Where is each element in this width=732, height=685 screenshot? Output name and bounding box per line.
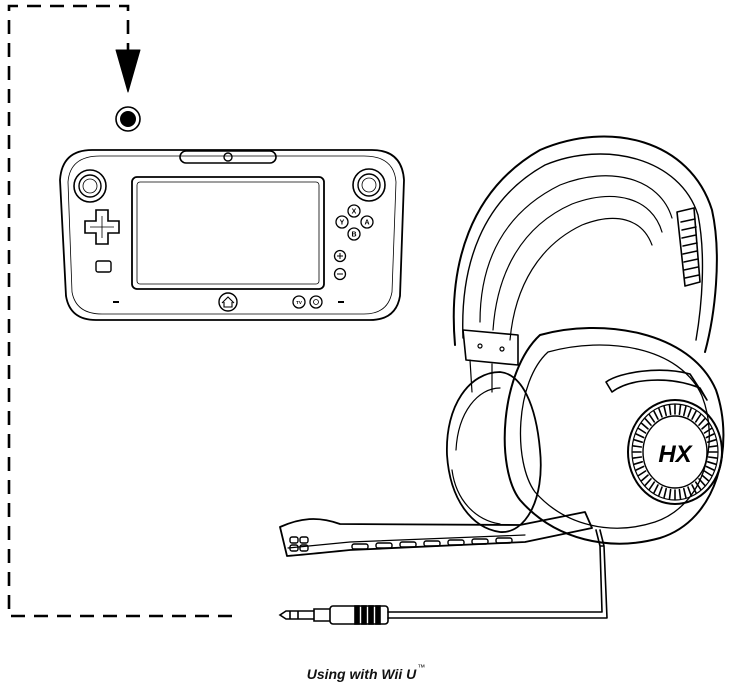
grille-tick	[682, 487, 687, 499]
grille-tick	[705, 465, 715, 471]
grille-tick	[706, 438, 717, 444]
left-stick-icon	[73, 169, 107, 203]
grille-tick	[701, 422, 710, 430]
grille-tick	[705, 433, 715, 439]
camera-icon	[223, 152, 233, 162]
home-button	[218, 292, 238, 312]
grille-tick	[663, 487, 668, 499]
grille-tick	[637, 470, 647, 477]
microphone-boom	[279, 511, 593, 557]
connection-path	[7, 4, 232, 618]
grille-tick	[658, 486, 663, 497]
grille-tick	[658, 407, 663, 418]
mic-tip-icon	[289, 536, 309, 552]
grille-tick	[632, 456, 643, 459]
sensor-bar	[179, 150, 277, 164]
grille-tick	[653, 484, 659, 494]
grille-tick	[707, 445, 718, 448]
grille-tick	[635, 465, 645, 471]
grille-tick	[648, 481, 656, 491]
caption-text: Using with Wii U	[306, 666, 417, 682]
grille-tick	[663, 405, 668, 417]
size-adjuster	[676, 207, 701, 287]
grille-tick	[637, 427, 647, 434]
tv-button	[292, 295, 306, 309]
grille-tick	[694, 413, 702, 423]
dpad-icon	[84, 209, 120, 245]
left-yoke	[462, 329, 519, 366]
grille-tick	[678, 404, 682, 416]
grille-tick	[698, 478, 706, 487]
grille-tick	[632, 445, 643, 448]
left-earcup	[446, 371, 542, 533]
grille-tick	[707, 456, 718, 459]
right-stick-icon	[352, 168, 386, 202]
grille-tick	[678, 488, 682, 500]
headset	[279, 135, 725, 619]
grille-tick	[687, 486, 692, 497]
power-button	[95, 260, 112, 273]
grille-tick	[644, 478, 652, 487]
grille-tick	[701, 474, 710, 482]
grille-tick	[644, 417, 652, 426]
grille-tick	[653, 410, 659, 420]
hyperx-logo: HX	[658, 441, 693, 468]
grille-tick	[635, 433, 645, 439]
arrow-down-icon	[115, 49, 141, 93]
grille-tick	[668, 404, 672, 416]
x-button-label: X	[352, 209, 357, 216]
x-button	[347, 204, 361, 218]
gamepad-body	[59, 149, 405, 321]
right-earcup	[503, 326, 725, 545]
grille-tick	[640, 422, 649, 430]
grille-tick	[687, 407, 692, 418]
earcup-grille	[627, 399, 723, 505]
a-button-label: A	[364, 220, 369, 227]
y-button-label: Y	[340, 220, 345, 227]
grille-tick	[703, 470, 713, 477]
sync-button	[309, 295, 323, 309]
y-button	[335, 215, 349, 229]
trademark-mark: ™	[417, 663, 426, 672]
grille-tick	[694, 481, 702, 491]
plus-button	[333, 249, 347, 263]
minus-button	[333, 267, 347, 281]
grille-tick	[706, 460, 717, 466]
grille-tick	[648, 413, 656, 423]
b-button-label: B	[351, 232, 356, 239]
grille-tick	[633, 438, 644, 444]
b-button	[347, 227, 361, 241]
grille-tick	[682, 405, 687, 417]
grille-tick	[691, 484, 697, 494]
headset-cable	[387, 529, 608, 619]
grille-tick	[640, 474, 649, 482]
tv-button-label: TV	[296, 300, 302, 305]
grille-tick	[703, 427, 713, 434]
audio-plug	[278, 605, 389, 625]
gamepad-button-labels: X Y A B TV	[296, 209, 369, 306]
diagram-caption: Using with Wii U™	[0, 663, 732, 682]
gamepad-screen	[131, 176, 325, 290]
grille-tick	[698, 417, 706, 426]
headband	[452, 135, 718, 353]
grille-tick	[668, 488, 672, 500]
headphone-jack	[115, 106, 141, 132]
grille-tick	[691, 410, 697, 420]
wii-u-gamepad	[59, 149, 405, 321]
grille-tick	[633, 460, 644, 466]
a-button	[360, 215, 374, 229]
